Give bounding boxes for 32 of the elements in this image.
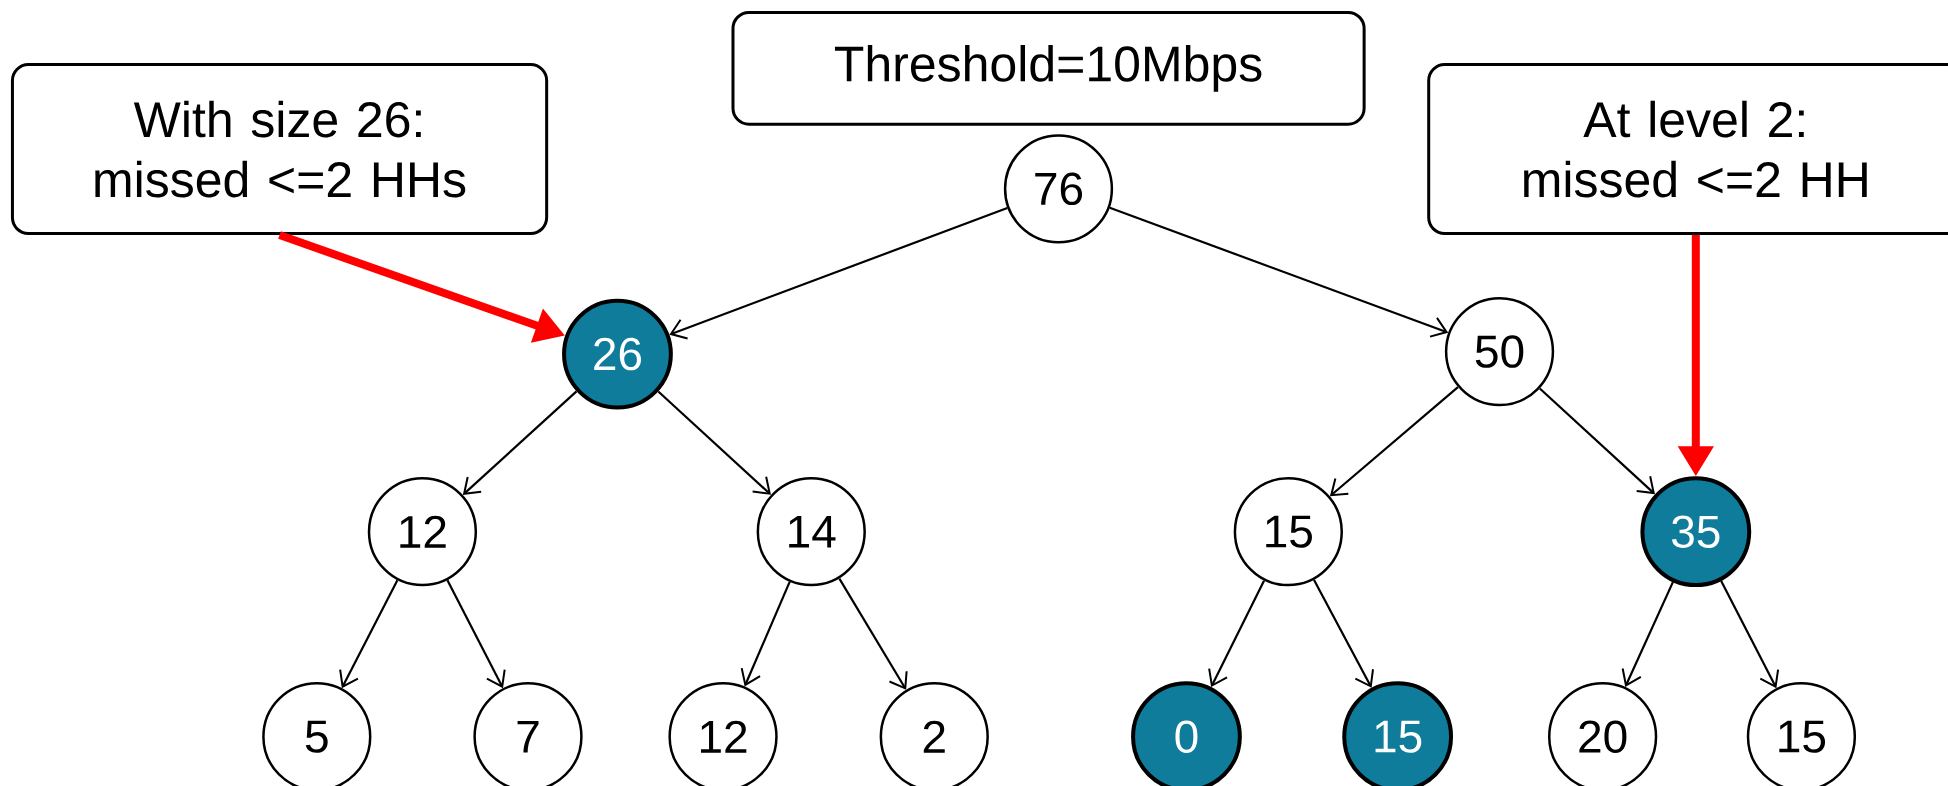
arrow xyxy=(1208,579,1265,687)
callout-box: With size 26: missed <=2 HHs xyxy=(10,62,549,235)
arrow xyxy=(1329,386,1459,497)
note-box: Threshold=10Mbps xyxy=(731,10,1366,126)
arrow xyxy=(1313,579,1374,688)
tree-node: 15 xyxy=(1342,681,1454,786)
arrow xyxy=(657,390,771,495)
tree-node: 7 xyxy=(473,681,583,786)
arrow xyxy=(462,390,578,495)
arrow xyxy=(1539,387,1655,495)
arrow xyxy=(1109,206,1449,338)
tree-node: 35 xyxy=(1640,476,1752,587)
callout-box: At level 2: missed <=2 HH xyxy=(1427,62,1948,235)
tree-node: 2 xyxy=(879,681,989,786)
arrow xyxy=(339,579,399,688)
arrow xyxy=(1720,580,1780,688)
tree-node: 15 xyxy=(1233,476,1343,587)
tree-node: 50 xyxy=(1444,296,1555,407)
tree-node: 5 xyxy=(262,681,372,786)
arrow xyxy=(1621,581,1674,687)
tree-node: 12 xyxy=(367,476,478,587)
arrow xyxy=(740,581,791,687)
tree-node: 0 xyxy=(1131,681,1242,786)
tree-node: 14 xyxy=(756,476,866,587)
arrow xyxy=(838,577,908,690)
tree-node: 15 xyxy=(1746,681,1857,786)
tree-node: 20 xyxy=(1548,681,1658,786)
tree-node: 26 xyxy=(562,298,673,410)
tree-node: 76 xyxy=(1003,134,1114,244)
tree-node: 12 xyxy=(668,681,778,786)
arrow xyxy=(669,206,1008,340)
arrow xyxy=(446,579,506,688)
